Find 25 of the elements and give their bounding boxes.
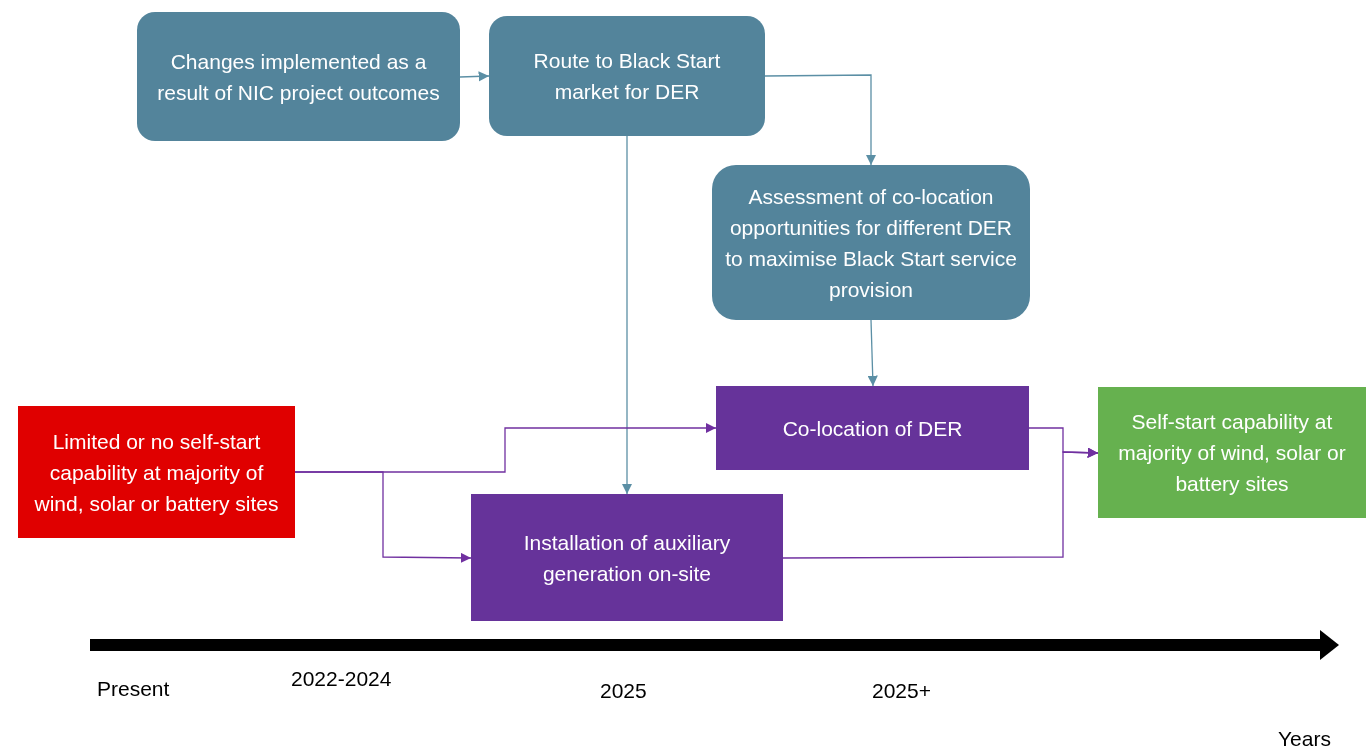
node-text: Limited or no self-start capability at majority of wind, solar or battery sites: [33, 428, 280, 517]
arrow: [782, 447, 1099, 559]
node-text: Co-location of DER: [782, 415, 963, 442]
node-text: Changes implemented as a result of NIC project outcomes: [156, 48, 441, 106]
process-box: [137, 12, 460, 141]
process-box: [489, 16, 765, 136]
action-box: [471, 494, 783, 621]
timeline-label: Present: [97, 677, 170, 701]
node-text: Self-start capability at majority of wind, solar or battery sites: [1117, 409, 1347, 497]
arrow: [459, 71, 490, 82]
timeline-label: 2022-2024: [291, 667, 392, 691]
arrow: [621, 135, 633, 495]
process-box: [712, 165, 1030, 320]
start-state-box: [18, 406, 295, 538]
timeline-label: 2025: [600, 679, 647, 703]
arrow: [867, 319, 878, 387]
arrow: [764, 74, 877, 166]
action-box: [716, 386, 1029, 470]
end-state-box: [1098, 387, 1366, 518]
node-text: Installation of auxiliary generation on-site: [522, 529, 732, 587]
axis-title: Years: [1278, 727, 1331, 749]
timeline-label: 2025+: [872, 679, 931, 703]
node-text: Route to Black Start market for DER: [532, 48, 722, 105]
node-text: Assessment of co-location opportunities for different DER to maximise Black Start service provision: [724, 183, 1018, 303]
arrow: [294, 471, 472, 564]
